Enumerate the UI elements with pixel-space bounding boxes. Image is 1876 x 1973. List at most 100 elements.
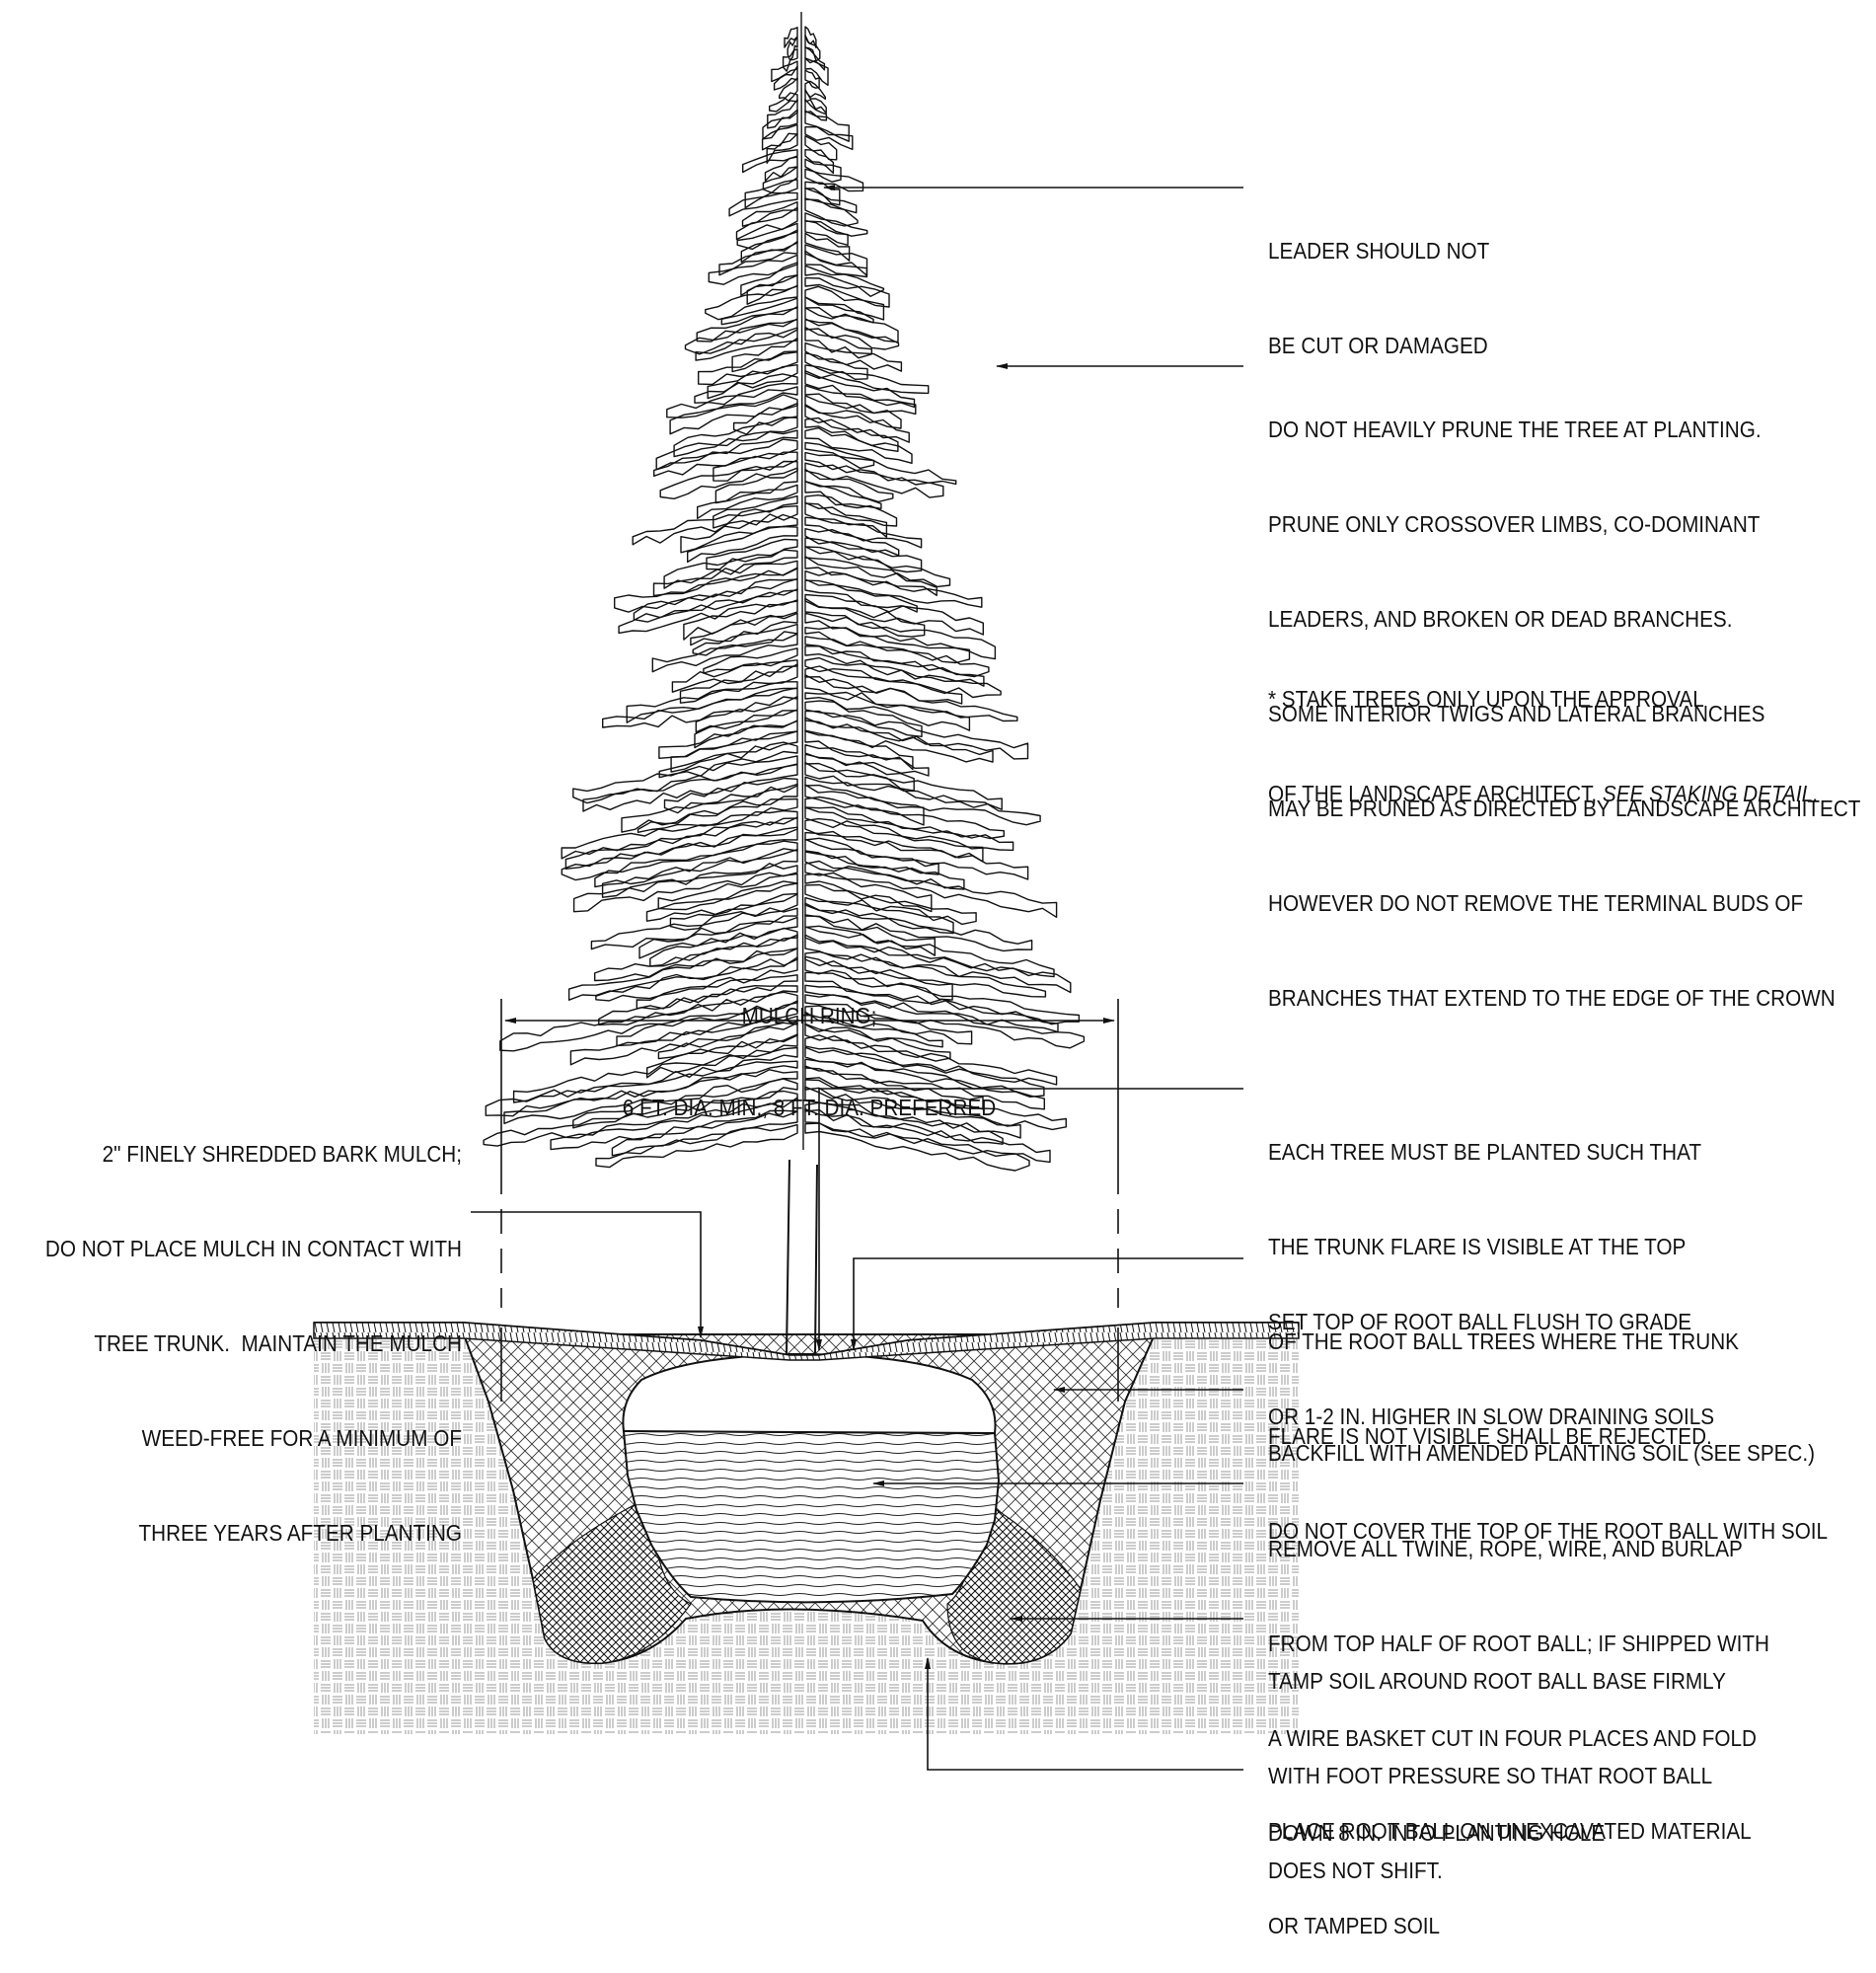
tree-branch-tuft <box>499 991 798 1052</box>
tree-branch-tuft <box>804 1005 973 1045</box>
tree-branch-tuft <box>690 612 798 646</box>
tree-branch-tuft <box>804 219 849 246</box>
tree-branch-tuft <box>708 254 798 285</box>
mulch-layer <box>313 1322 1300 1361</box>
tree-branch-tuft <box>762 166 798 193</box>
tree-branch-tuft <box>804 806 1014 852</box>
tree-branch-tuft <box>804 135 838 161</box>
tree-branch-tuft <box>804 537 923 573</box>
tree-branch-tuft <box>649 927 798 967</box>
tree-branch-tuft <box>697 484 798 519</box>
tree-branch-tuft <box>804 319 900 350</box>
tree-branch-tuft <box>804 896 954 935</box>
tree-branch-tuft <box>804 110 850 142</box>
tree-branch-tuft <box>804 1034 1058 1086</box>
tree-branch-tuft <box>804 285 885 321</box>
tree-branch-tuft <box>804 35 821 62</box>
tree-branch-tuft <box>804 710 1029 760</box>
tree-branch-tuft <box>621 783 798 833</box>
mulch-ring-label-line: 6 FT. DIA. MIN., 8 FT. DIA. PREFERRED <box>622 1095 997 1120</box>
tree-branch-tuft <box>741 200 798 227</box>
tree-branch-tuft <box>695 696 798 733</box>
tree-branch-tuft <box>684 319 798 355</box>
tree-branch-tuft <box>804 914 936 956</box>
tree-branch-tuft <box>696 306 798 342</box>
tree-branch-tuft <box>804 426 913 464</box>
tree-branch-tuft <box>804 188 858 214</box>
note-leader-line: LEADER SHOULD NOT <box>1268 238 1490 264</box>
note-place-line: OR TAMPED SOIL <box>1268 1913 1441 1938</box>
tree-branch-tuft <box>679 663 798 704</box>
tree-branch-tuft <box>742 149 798 174</box>
tree-branch-tuft <box>804 817 984 863</box>
note-prune-line: DO NOT HEAVILY PRUNE THE TREE AT PLANTIN… <box>1268 417 1762 442</box>
note-flare-line: EACH TREE MUST BE PLANTED SUCH THAT <box>1268 1139 1702 1165</box>
note-prune-line: LEADERS, AND BROKEN OR DEAD BRANCHES. <box>1268 606 1733 632</box>
tree-branch-tuft <box>804 168 864 192</box>
note-place-line: PLACE ROOT BALL ON UNEXCAVATED MATERIAL <box>1268 1818 1752 1844</box>
tree-branch-tuft <box>804 212 868 237</box>
tree-branch-tuft <box>804 232 851 262</box>
tree-branch-tuft <box>804 181 841 206</box>
tree-branch-tuft <box>655 429 798 471</box>
tree-branch-tuft <box>804 902 1033 952</box>
tree-branch-tuft <box>744 179 798 209</box>
note-twine-line: REMOVE ALL TWINE, ROPE, WIRE, AND BURLAP <box>1268 1536 1743 1561</box>
tree-branch-tuft <box>804 158 842 183</box>
note-mulch-line: WEED-FREE FOR A MINIMUM OF <box>141 1425 462 1451</box>
tree-branch-tuft <box>694 373 798 406</box>
tree-branch-tuft <box>804 384 917 416</box>
tree-branch-tuft <box>804 417 899 452</box>
tree-branch-tuft <box>804 984 1059 1033</box>
tree-branch-tuft <box>735 206 798 241</box>
tree-branch-tuft <box>804 516 923 549</box>
tree-branch-tuft <box>764 156 798 182</box>
tree-branch-tuft <box>595 956 798 1002</box>
tree-branch-tuft <box>804 125 854 151</box>
tree-branch-tuft <box>804 883 977 926</box>
note-mulch-line: 2" FINELY SHREDDED BARK MULCH; <box>102 1141 463 1167</box>
tree-branch-tuft <box>572 1078 798 1129</box>
tree-branch-tuft <box>746 274 798 305</box>
tree-branch-tuft <box>804 796 1005 840</box>
tree-branch-tuft <box>594 840 798 888</box>
tree-branch-tuft <box>804 99 828 121</box>
tree-branch-tuft <box>728 191 798 217</box>
tree-branch-tuft <box>804 404 910 443</box>
note-prune-line: SOME INTERIOR TWIGS AND LATERAL BRANCHES <box>1268 701 1765 726</box>
tree-branch-tuft <box>636 974 798 1010</box>
tree-branch-tuft <box>804 149 835 175</box>
planting-detail-drawing <box>313 11 1300 1771</box>
tree-branch-tuft <box>784 27 798 48</box>
tree-branch-tuft <box>483 1090 798 1147</box>
note-prune-line: HOWEVER DO NOT REMOVE THE TERMINAL BUDS … <box>1268 890 1804 916</box>
tree-branch-tuft <box>713 451 798 482</box>
tree-branch-tuft <box>638 916 798 959</box>
tree-branch-tuft <box>550 1097 798 1151</box>
tree-branch-tuft <box>804 860 1058 918</box>
note-prune: DO NOT HEAVILY PRUNE THE TREE AT PLANTIN… <box>1268 350 1860 1045</box>
tree-branch-tuft <box>787 36 798 61</box>
tree-branch-tuft <box>771 60 798 83</box>
tree-branch-tuft <box>683 599 798 641</box>
tree-branch-tuft <box>614 567 798 613</box>
tree-branch-tuft <box>804 729 914 771</box>
note-mulch-line: TREE TRUNK. MAINTAIN THE MULCH <box>94 1330 462 1356</box>
tree-branch-tuft <box>804 494 898 527</box>
tree-branch-tuft <box>804 971 1081 1025</box>
leader-line-mulch <box>471 1211 704 1338</box>
tree-branch-tuft <box>804 370 916 409</box>
tree-branch-tuft <box>720 297 798 326</box>
tree-branch-tuft <box>601 849 798 898</box>
tree-branch-tuft <box>646 1033 798 1079</box>
leader-line-place <box>925 1657 1243 1771</box>
tree-branch-tuft <box>804 851 965 890</box>
note-flare-line: FLARE IS NOT VISIBLE SHALL BE REJECTED. <box>1268 1423 1712 1449</box>
tree-branch-tuft <box>779 77 798 102</box>
note-flare-line: THE TRUNK FLARE IS VISIBLE AT THE TOP <box>1268 1234 1687 1259</box>
tree-branch-tuft <box>804 955 953 1001</box>
tree-branch-tuft <box>503 1069 798 1125</box>
note-prune-line: BRANCHES THAT EXTEND TO THE EDGE OF THE … <box>1268 985 1836 1011</box>
mulch-ring-label: MULCH RING; 6 FT. DIA. MIN., 8 FT. DIA. … <box>614 940 1005 1154</box>
note-staking-line: OF THE LANDSCAPE ARCHITECT, SEE STAKING … <box>1268 778 1819 809</box>
